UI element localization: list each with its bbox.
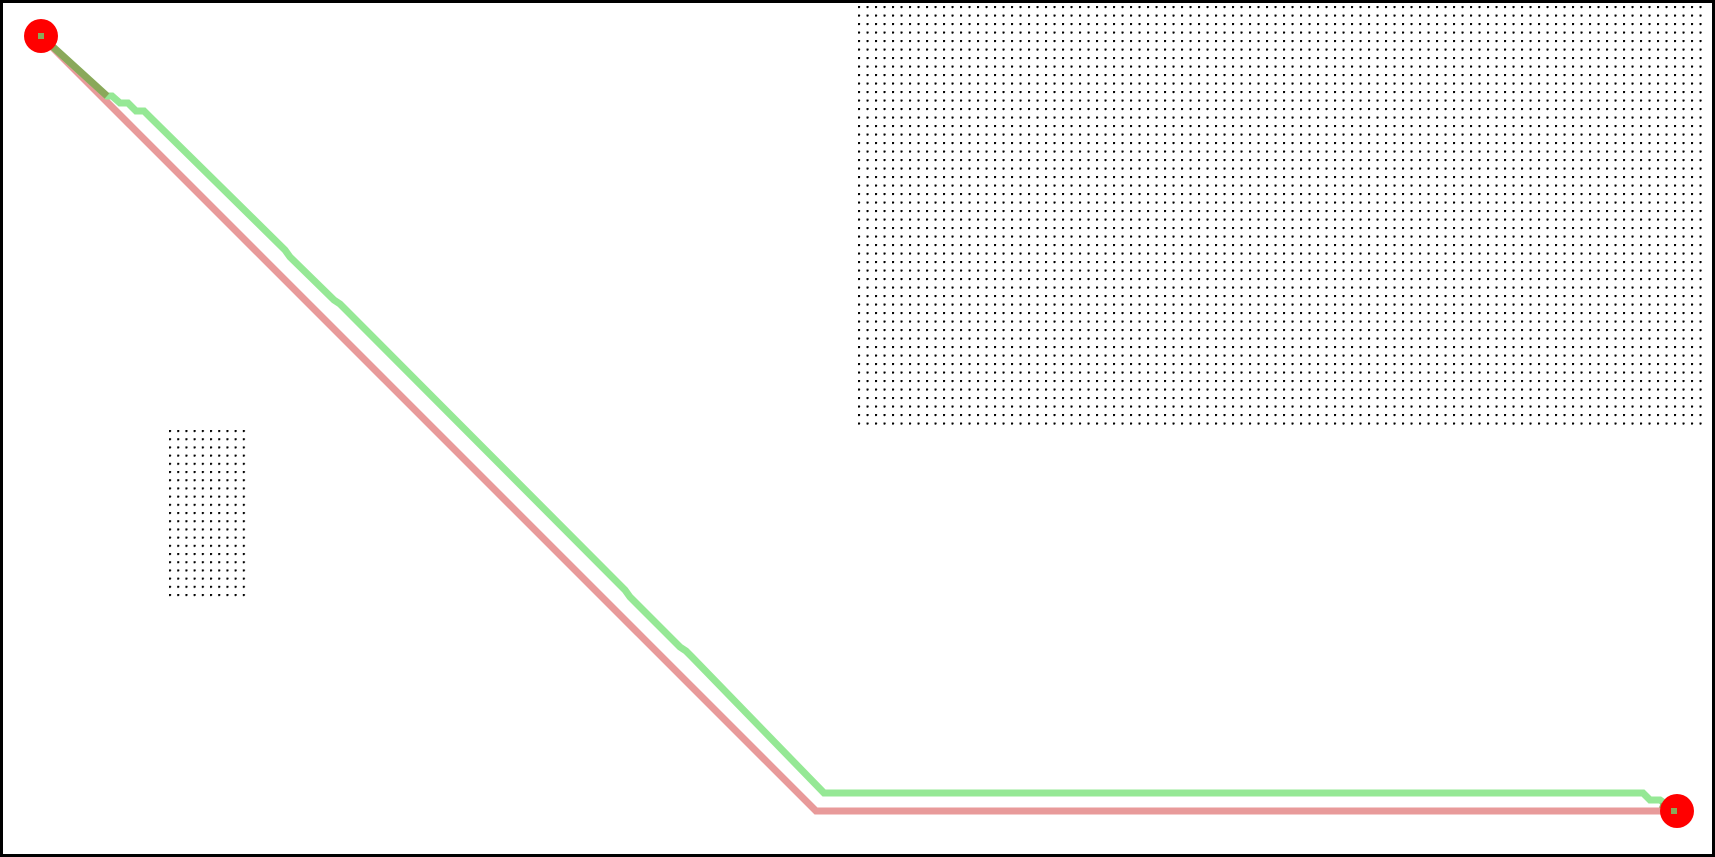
- obstacle-region-large: [856, 5, 1708, 425]
- goal-marker-center: [1671, 808, 1677, 814]
- obstacle-region-small: [168, 429, 250, 597]
- planned-path-green: [38, 33, 1678, 814]
- start-marker-center: [38, 33, 44, 39]
- planned-path-red: [38, 33, 1676, 815]
